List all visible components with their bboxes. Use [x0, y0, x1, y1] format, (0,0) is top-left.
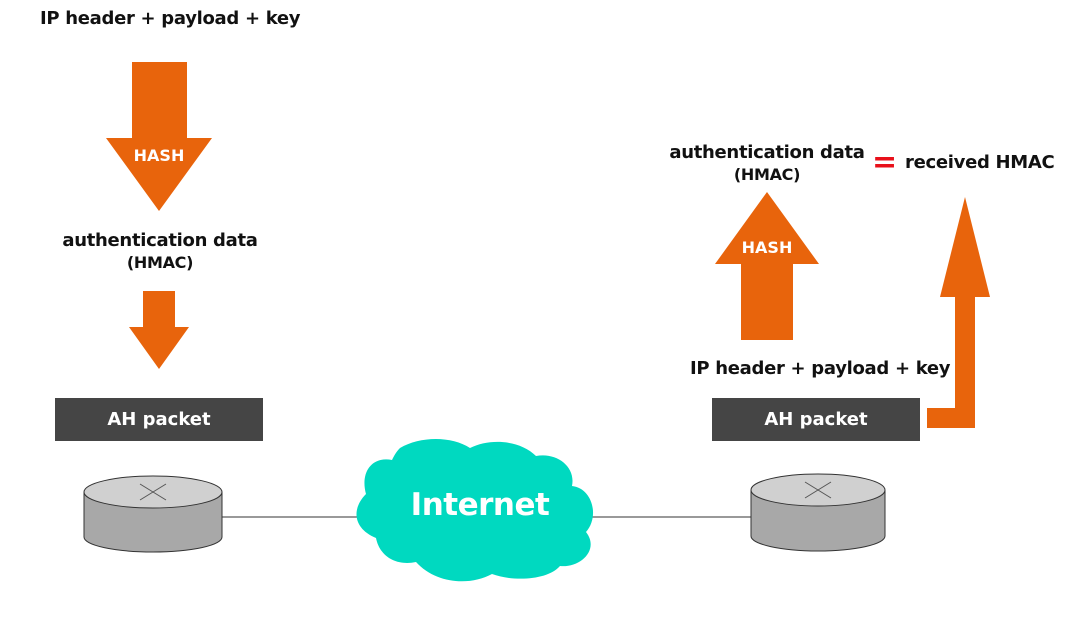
internet-cloud	[356, 439, 594, 582]
sender-down-arrow	[129, 291, 189, 369]
sender-input-label: IP header + payload + key	[40, 8, 301, 29]
sender-hash-arrow	[106, 62, 212, 211]
internet-label: Internet	[410, 487, 550, 523]
receiver-output-label-line2: (HMAC)	[733, 165, 801, 184]
receiver-hash-label: HASH	[741, 238, 793, 257]
receiver-output-label-line1: authentication data	[669, 142, 865, 163]
sender-output-label-line1: authentication data	[62, 230, 258, 251]
sender-hash-label: HASH	[133, 146, 185, 165]
equals-sign: =	[872, 145, 898, 180]
router-left	[83, 475, 223, 553]
receiver-hash-arrow	[715, 192, 819, 340]
sender-ah-packet: AH packet	[55, 398, 263, 441]
sender-output-label-line2: (HMAC)	[126, 253, 194, 272]
receiver-forward-arrow	[927, 197, 990, 428]
receiver-ah-packet: AH packet	[712, 398, 920, 441]
receiver-input-label: IP header + payload + key	[690, 358, 951, 379]
received-hmac-label: received HMAC	[905, 152, 1055, 173]
router-right	[750, 473, 886, 552]
